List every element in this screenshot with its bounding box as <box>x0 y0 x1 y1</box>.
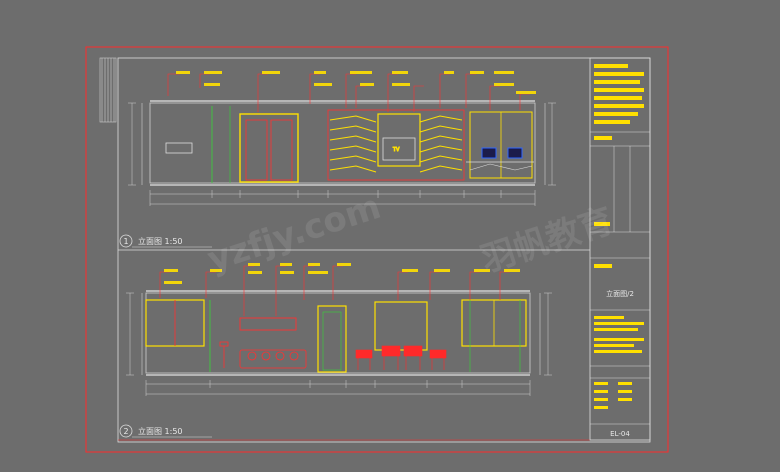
labels-2 <box>164 263 520 284</box>
shelf-unit: TV <box>327 109 465 181</box>
view-2-title: 立面图 1:50 <box>138 426 183 436</box>
door-frame <box>239 113 299 183</box>
view-1-number: 1 <box>123 237 128 246</box>
title-block: 立面图/2 EL-04 <box>589 57 651 441</box>
desk-area <box>466 111 534 179</box>
circled-number-icon <box>119 234 133 248</box>
elevation-2: 2 立面图 1:50 <box>119 263 552 438</box>
leaders-1 <box>167 73 530 112</box>
view-1-marker: 1 立面图 1:50 <box>119 234 212 248</box>
svg-text:TV: TV <box>392 147 400 153</box>
elevation-1: TV <box>119 71 556 248</box>
sheet-name: 立面图/2 <box>606 289 634 298</box>
circled-number-icon <box>119 424 133 438</box>
watermark: yzfjy.com 羽帆教育 <box>203 187 618 281</box>
outer-frame <box>85 46 669 453</box>
watermark-text: 羽帆教育 <box>476 201 618 281</box>
labels-1 <box>176 71 536 94</box>
dimensions-1 <box>128 102 556 206</box>
binding-margin <box>99 57 117 123</box>
watermark-text: yzfjy.com <box>203 187 386 280</box>
dimensions-2 <box>126 292 552 396</box>
view-1-title: 立面图 1:50 <box>138 236 183 246</box>
sofa <box>219 341 307 369</box>
dining-chairs <box>355 345 447 370</box>
sheet-code: EL-04 <box>610 430 630 438</box>
view-2-number: 2 <box>123 427 128 436</box>
view-2-marker: 2 立面图 1:50 <box>119 424 212 438</box>
